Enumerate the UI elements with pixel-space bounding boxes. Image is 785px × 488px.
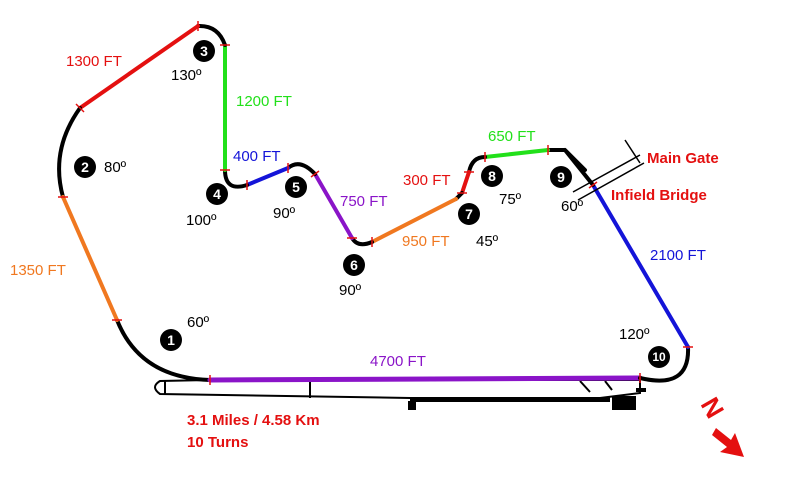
corner-3 xyxy=(196,23,227,47)
north-arrow-icon: N xyxy=(695,392,744,457)
turn-7-angle: 45º xyxy=(476,233,499,250)
infield-bridge-label: Infield Bridge xyxy=(611,187,707,204)
segment-2100 xyxy=(591,183,690,349)
label-2100: 2100 FT xyxy=(650,247,706,264)
turn-7-marker: 7 xyxy=(458,203,480,225)
track-info: 3.1 Miles / 4.58 Km 10 Turns xyxy=(187,410,320,454)
segment-1300 xyxy=(78,24,200,110)
corner-5 xyxy=(286,162,317,176)
turn-2-marker: 2 xyxy=(74,156,96,178)
label-950: 950 FT xyxy=(402,233,450,250)
segment-400 xyxy=(245,166,290,187)
svg-text:9: 9 xyxy=(557,169,565,185)
turn-markers: 1 2 3 4 5 6 7 8 9 10 xyxy=(74,40,670,368)
segment-650 xyxy=(483,148,550,159)
svg-text:8: 8 xyxy=(488,168,496,184)
label-1350: 1350 FT xyxy=(10,262,66,279)
segment-4700 xyxy=(207,375,643,383)
track xyxy=(57,23,691,383)
corner-2 xyxy=(57,106,82,199)
corner-4 xyxy=(223,168,249,189)
turn-8-marker: 8 xyxy=(481,165,503,187)
bridge-lines xyxy=(572,139,645,201)
turn-2-angle: 80º xyxy=(104,159,127,176)
segment-300 xyxy=(460,170,471,195)
label-300: 300 FT xyxy=(403,172,451,189)
svg-text:10: 10 xyxy=(652,350,666,364)
turn-count: 10 Turns xyxy=(187,434,249,451)
label-1300: 1300 FT xyxy=(66,53,122,70)
svg-text:7: 7 xyxy=(465,206,473,222)
corner-1 xyxy=(115,318,212,382)
turn-3-marker: 3 xyxy=(193,40,215,62)
segment-labels: 1300 FT 1200 FT 400 FT 750 FT 950 FT 300… xyxy=(10,53,706,370)
svg-text:5: 5 xyxy=(292,179,300,195)
turn-3-angle: 130º xyxy=(171,67,202,84)
turn-1-angle: 60º xyxy=(187,314,210,331)
main-gate-label: Main Gate xyxy=(647,150,719,167)
turn-10-marker: 10 xyxy=(648,346,670,368)
corner-6 xyxy=(350,236,374,247)
pit-area xyxy=(154,379,641,399)
segment-950 xyxy=(370,197,458,244)
segment-750 xyxy=(313,172,354,240)
turn-5-marker: 5 xyxy=(285,176,307,198)
pit-lane xyxy=(408,388,646,410)
label-400: 400 FT xyxy=(233,148,281,165)
corner-10 xyxy=(638,345,691,383)
label-750: 750 FT xyxy=(340,193,388,210)
corner-9 xyxy=(546,148,595,187)
svg-text:2: 2 xyxy=(81,159,89,175)
turn-8-angle: 75º xyxy=(499,191,522,208)
svg-text:6: 6 xyxy=(350,257,358,273)
svg-text:3: 3 xyxy=(200,43,208,59)
track-length: 3.1 Miles / 4.58 Km xyxy=(187,412,320,429)
turn-angles: 60º 80º 130º 100º 90º 90º 45º 75º 60º 12… xyxy=(104,67,650,343)
segment-ticks xyxy=(58,21,693,385)
turn-6-angle: 90º xyxy=(339,282,362,299)
turn-9-marker: 9 xyxy=(550,166,572,188)
turn-4-marker: 4 xyxy=(206,183,228,205)
svg-text:4: 4 xyxy=(213,186,221,202)
corner-8 xyxy=(467,155,487,174)
turn-10-angle: 120º xyxy=(619,326,650,343)
turn-4-angle: 100º xyxy=(186,212,217,229)
label-4700: 4700 FT xyxy=(370,353,426,370)
segment-1350 xyxy=(61,195,119,322)
label-650: 650 FT xyxy=(488,128,536,145)
turn-1-marker: 1 xyxy=(160,329,182,351)
north-letter: N xyxy=(695,392,730,423)
turn-9-angle: 60º xyxy=(561,198,584,215)
svg-text:1: 1 xyxy=(167,332,175,348)
turn-5-angle: 90º xyxy=(273,205,296,222)
label-1200: 1200 FT xyxy=(236,93,292,110)
turn-6-marker: 6 xyxy=(343,254,365,276)
